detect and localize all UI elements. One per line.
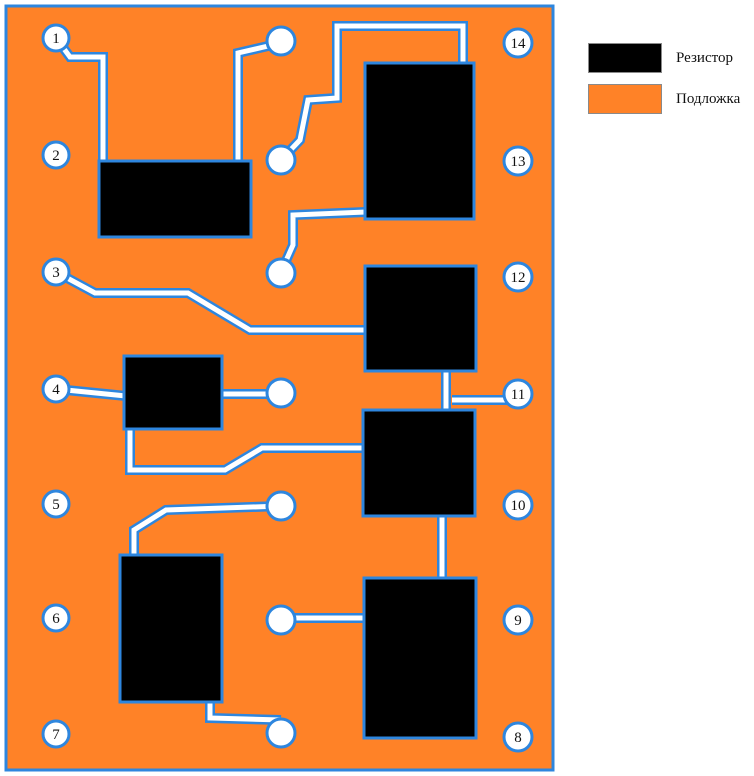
- contact-pad: [265, 604, 297, 636]
- pad-14: 14: [502, 27, 534, 59]
- pad-14-label: 14: [511, 36, 527, 52]
- pad-10-label: 10: [511, 498, 526, 514]
- resistor: [363, 61, 476, 221]
- pad-1: 1: [41, 23, 71, 53]
- pad-2-label: 2: [52, 148, 60, 164]
- pad-6-label: 6: [52, 611, 60, 627]
- legend-resistor-label: Резистор: [676, 49, 733, 66]
- pad-10: 10: [502, 489, 534, 521]
- pad-9-label: 9: [514, 613, 522, 629]
- pad-11: 11: [502, 378, 534, 410]
- numbered-pads: 1 2 3 4 5 6 7 8 9 10 11 12 13 14: [41, 23, 534, 753]
- resistor: [97, 159, 253, 239]
- substrate-swatch: [588, 84, 662, 114]
- pad-6: 6: [41, 603, 71, 633]
- pad-3: 3: [41, 257, 71, 287]
- resistor: [122, 354, 224, 431]
- pad-4-label: 4: [52, 382, 60, 398]
- legend-substrate-label: Подложка: [676, 90, 741, 107]
- pad-5-label: 5: [52, 497, 60, 513]
- pad-3-label: 3: [52, 265, 60, 281]
- legend-resistor: Резистор: [588, 43, 733, 73]
- pad-13-label: 13: [511, 154, 526, 170]
- pad-7: 7: [41, 719, 71, 749]
- contact-pad: [265, 25, 297, 57]
- pad-13: 13: [502, 145, 534, 177]
- pad-5: 5: [41, 489, 71, 519]
- pad-1-label: 1: [52, 31, 60, 47]
- contact-pad: [265, 144, 297, 176]
- pad-12: 12: [502, 261, 534, 293]
- resistor: [118, 553, 224, 704]
- legend-substrate: Подложка: [588, 84, 740, 114]
- pad-4: 4: [41, 374, 71, 404]
- pad-8-label: 8: [514, 730, 522, 746]
- resistor: [362, 576, 478, 740]
- pad-2: 2: [41, 140, 71, 170]
- resistors: [97, 61, 478, 740]
- contact-pad: [265, 717, 297, 749]
- pad-12-label: 12: [511, 270, 526, 286]
- pad-7-label: 7: [52, 727, 60, 743]
- resistor: [361, 408, 477, 518]
- contact-pad: [265, 490, 297, 522]
- resistor: [363, 264, 478, 373]
- contact-pad: [265, 257, 297, 289]
- contact-pad: [265, 377, 297, 409]
- pad-8: 8: [502, 721, 534, 753]
- pad-11-label: 11: [511, 387, 525, 403]
- pad-9: 9: [502, 604, 534, 636]
- unlabeled-pads: [265, 25, 297, 749]
- resistor-swatch: [588, 43, 662, 73]
